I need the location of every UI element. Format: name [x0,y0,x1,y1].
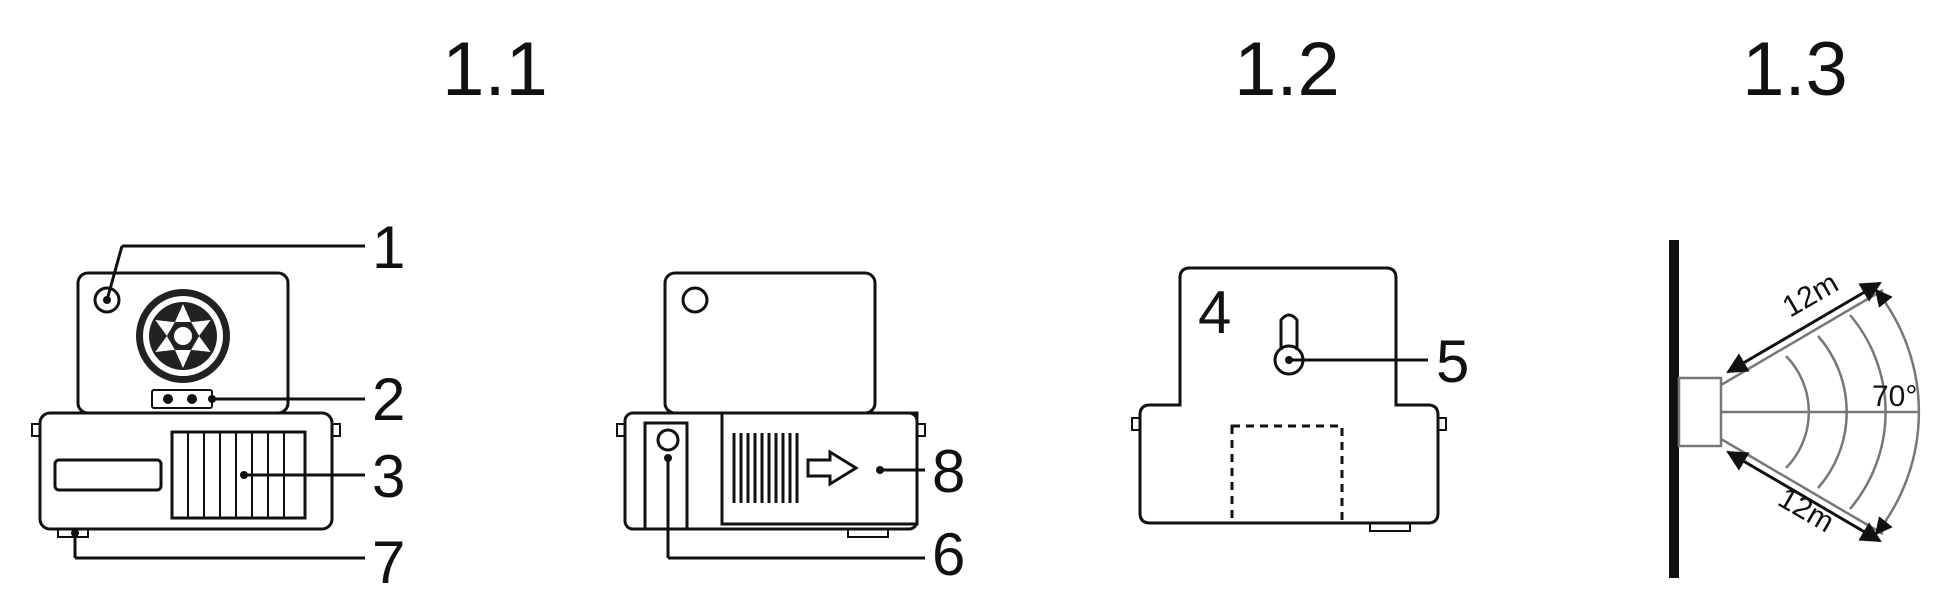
sensor-head [1677,376,1723,448]
vent-grille [732,433,799,503]
range-label-top: 12m [1777,266,1844,324]
heading-1-2: 1.2 [1234,27,1340,112]
callout-3: 3 [372,443,405,510]
led-indicator [151,389,213,409]
speaker-icon [136,289,230,383]
callout-2: 2 [372,366,405,433]
display-window [53,458,163,492]
keyhole-slot [1279,313,1299,350]
mount-body [1138,266,1440,525]
range-arrow-top [1726,281,1882,374]
power-switch [57,528,89,538]
detection-range-diagram [1669,240,1921,578]
callout-8: 8 [932,438,965,505]
callout-4: 4 [1198,279,1231,346]
hidden-bracket [1230,424,1344,525]
back-top-housing [663,271,877,415]
device-base [38,411,334,531]
wall-mount-view [1131,266,1447,532]
callout-5: 5 [1436,328,1469,395]
range-arrow-bottom [1726,450,1882,543]
callout-7: 7 [372,529,405,596]
device-front-view [31,244,365,560]
slide-arrow-icon [806,449,859,487]
light-sensor-icon [93,286,121,314]
wall [1669,240,1679,578]
battery-compartment [643,421,689,531]
callout-1: 1 [372,214,405,281]
heading-1-3: 1.3 [1742,27,1848,112]
angle-label: 70° [1872,380,1917,413]
heading-1-1: 1.1 [442,27,548,112]
device-back-view [616,271,926,560]
callout-6: 6 [932,521,965,588]
